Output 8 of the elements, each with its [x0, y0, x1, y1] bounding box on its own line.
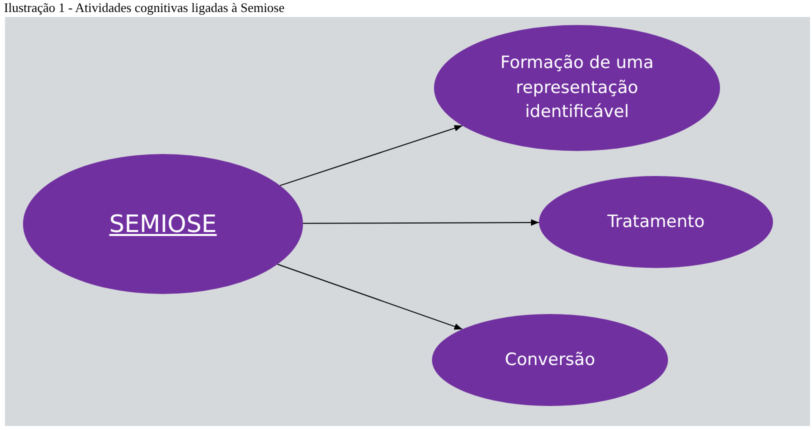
arrow — [302, 219, 540, 226]
node-label: SEMIOSE — [109, 208, 217, 240]
node-label: Formação de uma representação identificável — [499, 52, 655, 124]
node-label: Conversão — [504, 348, 596, 372]
arrow — [277, 264, 463, 330]
arrow — [280, 125, 463, 186]
figure-title: Ilustração 1 - Atividades cognitivas ligadas à Semiose — [4, 0, 285, 16]
node-label: Tratamento — [607, 210, 705, 234]
